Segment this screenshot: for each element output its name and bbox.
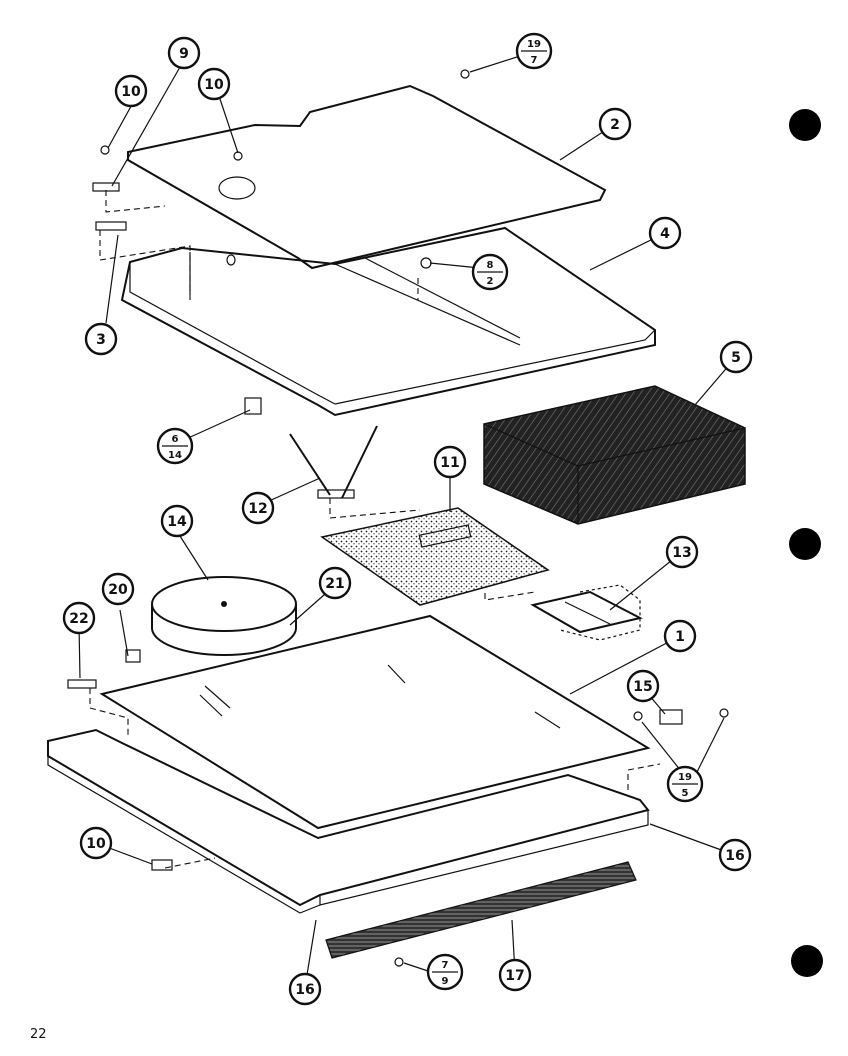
part-13-fan-bracket xyxy=(530,584,643,641)
svg-text:10: 10 xyxy=(204,77,224,93)
callout-19-over-5: 19 5 xyxy=(666,765,704,803)
svg-text:16: 16 xyxy=(295,982,314,998)
callout-15: 15 xyxy=(626,669,660,703)
callout-5: 5 xyxy=(719,340,753,374)
svg-text:2: 2 xyxy=(487,276,494,287)
part-2-top-cover xyxy=(127,84,607,270)
part-base-frame xyxy=(47,728,650,959)
callout-16-bottom: 16 xyxy=(288,972,322,1006)
page-number: 22 xyxy=(30,1027,47,1042)
callout-4: 4 xyxy=(648,216,682,250)
svg-text:5: 5 xyxy=(731,350,741,366)
svg-text:22: 22 xyxy=(69,611,88,627)
svg-text:14: 14 xyxy=(167,514,187,530)
part-14-round-element xyxy=(151,576,297,656)
callout-8-over-2: 8 2 xyxy=(471,253,509,291)
callout-20: 20 xyxy=(101,572,135,606)
callout-3: 3 xyxy=(84,322,118,356)
svg-text:8: 8 xyxy=(487,260,494,271)
callout-10-bottom: 10 xyxy=(79,826,113,860)
svg-text:15: 15 xyxy=(633,679,652,695)
callout-21: 21 xyxy=(318,566,352,600)
svg-text:20: 20 xyxy=(108,582,128,598)
binder-hole-middle xyxy=(789,528,821,560)
svg-text:19: 19 xyxy=(678,772,692,783)
callout-10-center: 10 xyxy=(197,67,231,101)
callout-14: 14 xyxy=(160,504,194,538)
part-11-filter-pad xyxy=(320,507,550,606)
svg-text:9: 9 xyxy=(179,46,189,62)
callout-17: 17 xyxy=(498,958,532,992)
svg-text:10: 10 xyxy=(121,84,141,100)
svg-text:12: 12 xyxy=(248,501,267,517)
svg-text:1: 1 xyxy=(675,629,685,645)
part-4-frame xyxy=(120,226,656,417)
svg-text:2: 2 xyxy=(610,117,620,133)
callout-7-over-9: 7 9 xyxy=(426,953,464,991)
callout-12: 12 xyxy=(241,491,275,525)
svg-text:10: 10 xyxy=(86,836,106,852)
callout-6-over-14: 6 14 xyxy=(156,427,194,465)
svg-text:11: 11 xyxy=(440,455,459,471)
svg-text:6: 6 xyxy=(172,434,179,445)
svg-text:17: 17 xyxy=(505,968,524,984)
callout-11: 11 xyxy=(433,445,467,479)
part-1-glass-panel xyxy=(99,614,651,830)
callout-22: 22 xyxy=(62,601,96,635)
svg-text:7: 7 xyxy=(531,55,538,66)
callout-1: 1 xyxy=(663,619,697,653)
hardware-screws xyxy=(67,69,729,967)
svg-text:13: 13 xyxy=(672,545,691,561)
part-5-insulation-block xyxy=(483,385,746,525)
binder-hole-top xyxy=(789,109,821,141)
callout-19-over-7: 19 7 xyxy=(515,32,553,70)
svg-text:7: 7 xyxy=(442,960,449,971)
svg-text:9: 9 xyxy=(442,976,449,987)
svg-text:5: 5 xyxy=(682,788,689,799)
alignment-lines xyxy=(89,190,661,869)
callout-2: 2 xyxy=(598,107,632,141)
svg-text:3: 3 xyxy=(96,332,106,348)
binder-hole-bottom xyxy=(791,945,823,977)
svg-text:14: 14 xyxy=(168,450,182,461)
svg-text:21: 21 xyxy=(325,576,344,592)
part-12-bracket xyxy=(289,425,378,499)
svg-text:19: 19 xyxy=(527,39,541,50)
svg-text:16: 16 xyxy=(725,848,744,864)
callout-10-left: 10 xyxy=(114,74,148,108)
callout-16-right: 16 xyxy=(718,838,752,872)
svg-text:4: 4 xyxy=(660,226,670,242)
callout-13: 13 xyxy=(665,535,699,569)
callout-9: 9 xyxy=(167,36,201,70)
